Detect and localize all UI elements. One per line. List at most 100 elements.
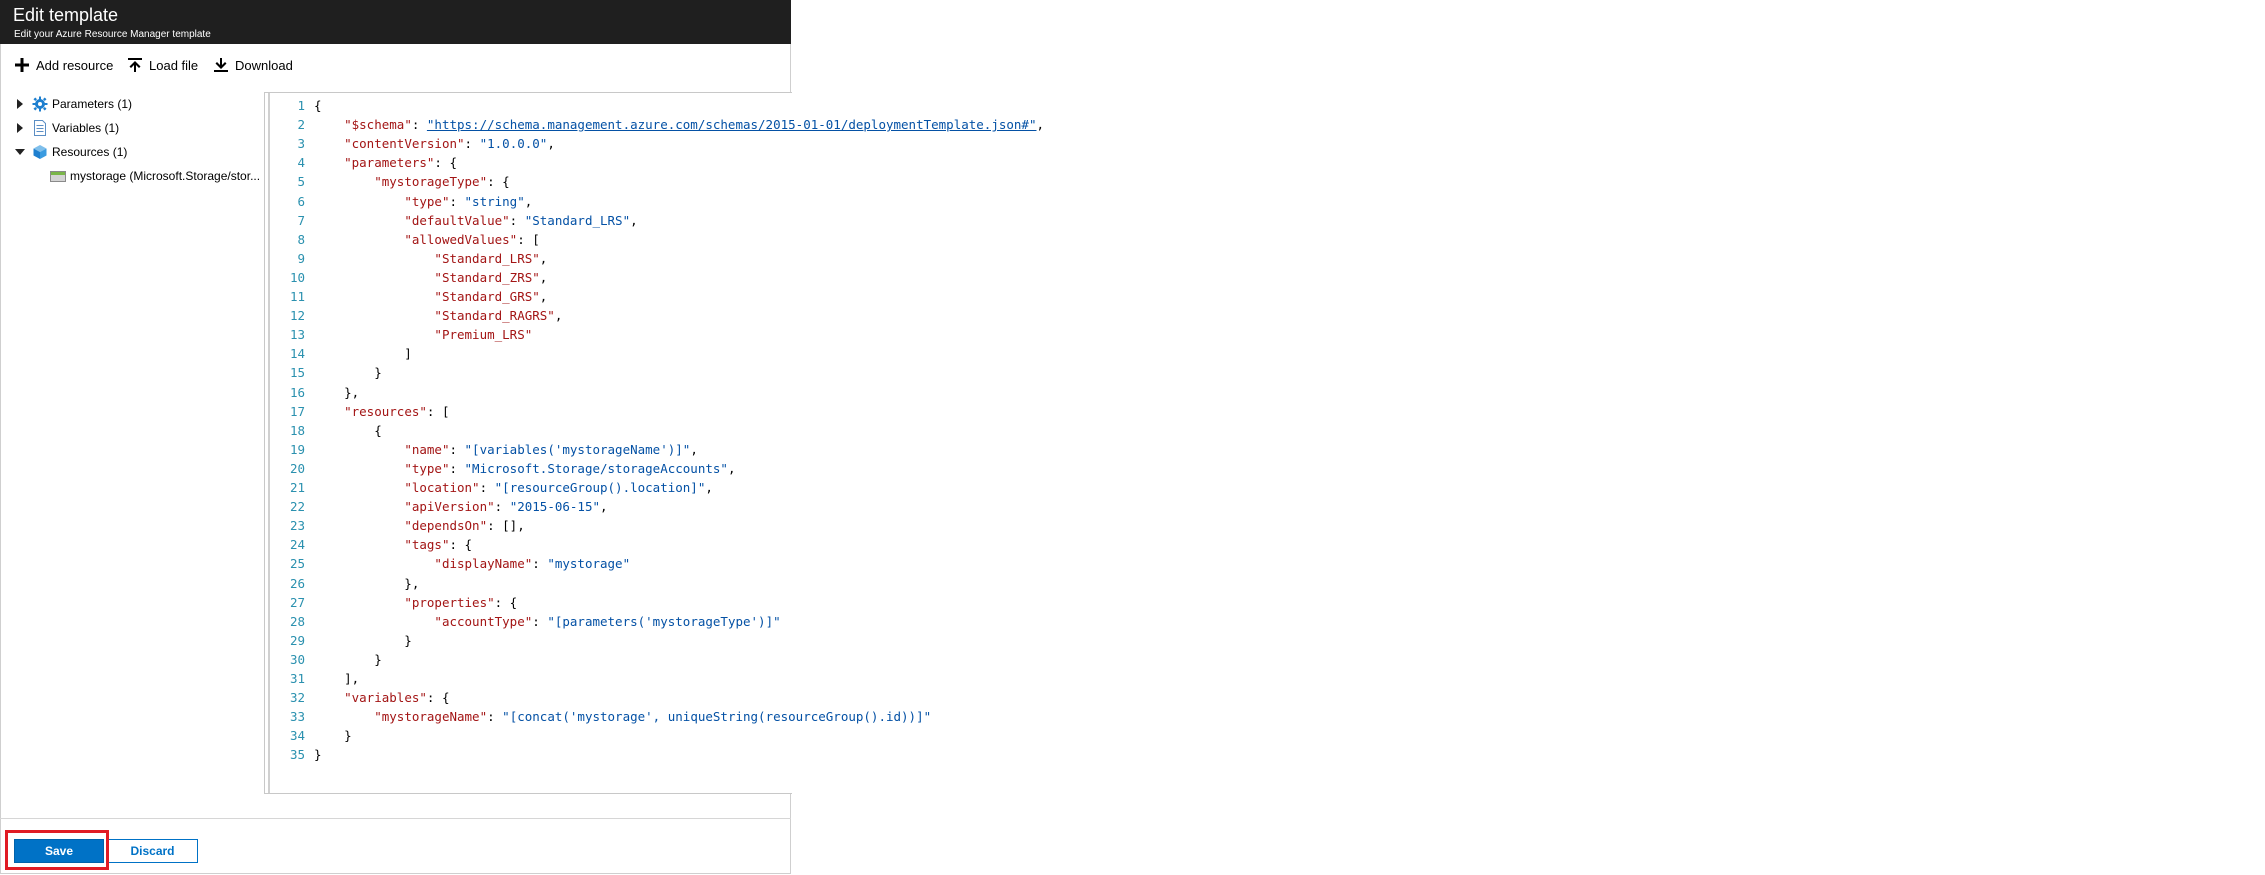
code-line[interactable]: 15 } xyxy=(265,363,2265,382)
code-line[interactable]: 7 "defaultValue": "Standard_LRS", xyxy=(265,211,2265,230)
code-token: "[parameters('mystorageType')]" xyxy=(547,613,781,629)
line-number: 29 xyxy=(289,632,305,648)
code-line[interactable]: 4 "parameters": { xyxy=(265,153,2265,172)
code-line[interactable]: 17 "resources": [ xyxy=(265,402,2265,421)
code-token xyxy=(314,174,374,189)
code-editor[interactable]: 1{2 "$schema": "https://schema.managemen… xyxy=(264,92,1044,794)
code-token xyxy=(314,537,404,552)
code-line[interactable]: 24 "tags": { xyxy=(265,535,2265,554)
code-token xyxy=(314,213,404,228)
code-line[interactable]: 16 }, xyxy=(265,383,2265,402)
discard-button[interactable]: Discard xyxy=(107,839,198,863)
code-token: : [], xyxy=(487,518,525,534)
line-number: 9 xyxy=(297,250,305,266)
code-token: , xyxy=(630,212,638,228)
code-line[interactable]: 9 "Standard_LRS", xyxy=(265,249,2265,268)
code-line[interactable]: 20 "type": "Microsoft.Storage/storageAcc… xyxy=(265,459,2265,478)
code-line[interactable]: 23 "dependsOn": [], xyxy=(265,516,2265,535)
line-number: 19 xyxy=(289,441,305,457)
expand-arrow-icon[interactable] xyxy=(14,93,26,115)
code-line[interactable]: 27 "properties": { xyxy=(265,593,2265,612)
code-token xyxy=(314,595,404,610)
code-line[interactable]: 19 "name": "[variables('mystorageName')]… xyxy=(265,440,2265,459)
code-token xyxy=(314,499,404,514)
expand-arrow-icon[interactable] xyxy=(14,117,26,139)
download-icon xyxy=(211,55,231,75)
code-token: "variables" xyxy=(344,690,427,706)
add-resource-label: Add resource xyxy=(36,57,114,73)
code-line[interactable]: 21 "location": "[resourceGroup().locatio… xyxy=(265,478,2265,497)
code-token xyxy=(314,690,344,705)
code-line[interactable]: 35} xyxy=(265,745,2265,764)
code-token: "[concat('mystorage', uniqueString(resou… xyxy=(502,709,932,725)
code-token: "defaultValue" xyxy=(404,212,510,228)
code-line[interactable]: 5 "mystorageType": { xyxy=(265,172,2265,191)
code-token xyxy=(314,232,404,247)
code-line[interactable]: 18 { xyxy=(265,421,2265,440)
line-number: 17 xyxy=(289,403,305,419)
code-token xyxy=(314,155,344,170)
code-token: , xyxy=(1036,117,1045,133)
code-token xyxy=(314,327,434,342)
line-number: 14 xyxy=(289,346,305,362)
code-line[interactable]: 26 }, xyxy=(265,574,2265,593)
code-token: "dependsOn" xyxy=(404,518,488,534)
code-line[interactable]: 12 "Standard_RAGRS", xyxy=(265,306,2265,325)
code-line[interactable]: 8 "allowedValues": [ xyxy=(265,230,2265,249)
gutter-scrollbar xyxy=(268,93,270,793)
code-token: : { xyxy=(494,594,518,610)
code-token: "string" xyxy=(464,193,525,209)
tree-label-resources: Resources (1) xyxy=(52,145,128,159)
code-token xyxy=(314,556,434,571)
line-number: 28 xyxy=(289,613,305,629)
code-token: : xyxy=(449,460,465,476)
code-line[interactable]: 14 ] xyxy=(265,344,2265,363)
code-line[interactable]: 10 "Standard_ZRS", xyxy=(265,268,2265,287)
line-number: 12 xyxy=(289,308,305,324)
code-line[interactable]: 1{ xyxy=(265,96,2265,115)
code-line[interactable]: 13 "Premium_LRS" xyxy=(265,325,2265,344)
download-label: Download xyxy=(235,57,293,73)
line-number: 32 xyxy=(289,690,305,706)
code-token: , xyxy=(705,480,713,495)
load-file-button[interactable]: Load file xyxy=(125,55,198,75)
code-line[interactable]: 31 ], xyxy=(265,669,2265,688)
code-line[interactable]: 32 "variables": { xyxy=(265,688,2265,707)
code-token: , xyxy=(539,250,548,266)
code-line[interactable]: 25 "displayName": "mystorage" xyxy=(265,554,2265,573)
load-file-label: Load file xyxy=(149,57,199,73)
tree-label-variables: Variables (1) xyxy=(52,121,120,135)
code-line[interactable]: 22 "apiVersion": "2015-06-15", xyxy=(265,497,2265,516)
line-number: 27 xyxy=(289,594,305,610)
code-line[interactable]: 28 "accountType": "[parameters('mystorag… xyxy=(265,612,2265,631)
code-token: : { xyxy=(426,690,450,706)
code-line[interactable]: 3 "contentVersion": "1.0.0.0", xyxy=(265,134,2265,153)
save-button[interactable]: Save xyxy=(14,839,104,863)
code-token xyxy=(314,709,374,724)
add-resource-button[interactable]: Add resource xyxy=(12,55,113,75)
line-number: 18 xyxy=(289,422,305,438)
line-number: 24 xyxy=(289,537,305,553)
code-token: "mystorageName" xyxy=(374,709,488,725)
code-line[interactable]: 6 "type": "string", xyxy=(265,192,2265,211)
code-line[interactable]: 29 } xyxy=(265,631,2265,650)
plus-icon xyxy=(12,55,32,75)
line-number: 1 xyxy=(297,98,305,113)
code-token: } xyxy=(314,651,382,667)
collapse-arrow-icon[interactable] xyxy=(14,141,26,163)
code-line[interactable]: 30 } xyxy=(265,650,2265,669)
tree-item-resources[interactable]: Resources (1) xyxy=(14,141,127,163)
download-button[interactable]: Download xyxy=(211,55,293,75)
tree-item-variables[interactable]: Variables (1) xyxy=(14,117,119,139)
code-token: } xyxy=(314,728,352,744)
code-token: "Microsoft.Storage/storageAccounts" xyxy=(464,460,728,476)
code-line[interactable]: 11 "Standard_GRS", xyxy=(265,287,2265,306)
code-line[interactable]: 33 "mystorageName": "[concat('mystorage'… xyxy=(265,707,2265,726)
tree-item-parameters[interactable]: Parameters (1) xyxy=(14,93,132,115)
code-line[interactable]: 2 "$schema": "https://schema.management.… xyxy=(265,115,2265,134)
code-token: "[variables('mystorageName')]" xyxy=(464,441,691,457)
tree-item-mystorage[interactable]: mystorage (Microsoft.Storage/stor... xyxy=(50,165,260,187)
code-token: , xyxy=(524,193,533,209)
tree-label-mystorage: mystorage (Microsoft.Storage/stor... xyxy=(70,169,261,183)
code-line[interactable]: 34 } xyxy=(265,726,2265,745)
